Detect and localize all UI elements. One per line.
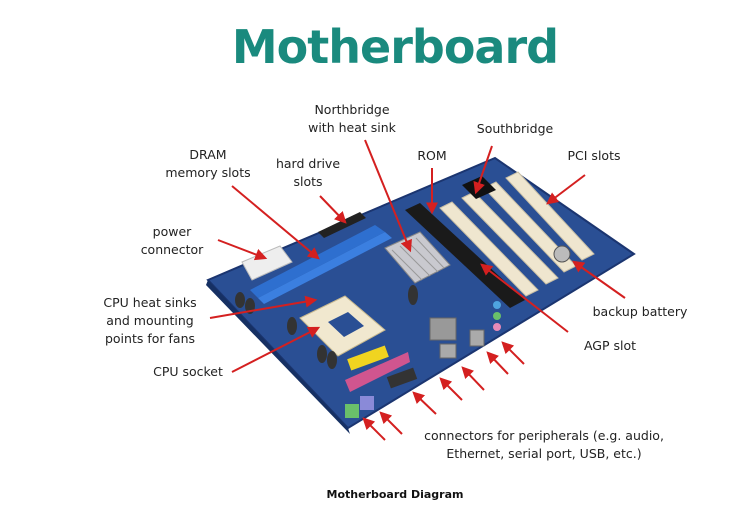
backup-battery xyxy=(553,245,571,263)
audio-jack-blue xyxy=(493,301,501,309)
label-pci-slots: PCI slots xyxy=(567,148,621,163)
label-agp: AGP slot xyxy=(583,338,637,353)
label-rom: ROM xyxy=(417,148,447,163)
ps2-port-purple xyxy=(360,396,374,410)
label-cpu-socket: CPU socket xyxy=(153,364,223,379)
audio-jack-pink xyxy=(493,323,501,331)
power-connector xyxy=(241,245,293,281)
parallel-port xyxy=(345,352,410,392)
arrow-battery xyxy=(572,260,626,299)
pointer-arrows xyxy=(209,139,626,441)
figure-caption: Motherboard Diagram xyxy=(326,488,464,501)
arrow-pci xyxy=(546,174,586,205)
arrow-power xyxy=(217,239,268,261)
hdd-connector xyxy=(318,212,366,238)
arrow-hdd xyxy=(319,195,347,224)
usb-ports xyxy=(439,343,457,359)
arrow-northbridge xyxy=(364,139,412,253)
arrow-southbridge xyxy=(473,145,493,195)
yellow-label xyxy=(347,345,389,371)
label-battery: backup battery xyxy=(592,304,688,319)
pci-slots xyxy=(439,171,595,297)
arrow-dram xyxy=(231,185,320,260)
diagram-title: Motherboard xyxy=(231,20,559,74)
label-southbridge: Southbridge xyxy=(476,121,554,136)
audio-jack-green xyxy=(493,312,501,320)
arrow-agp xyxy=(480,263,569,333)
ethernet-port xyxy=(429,317,457,341)
arrow-heatsinks xyxy=(209,295,318,319)
agp-slot xyxy=(405,203,525,308)
dram-slots xyxy=(250,225,385,298)
serial-port xyxy=(386,367,418,389)
arrow-cpu-socket xyxy=(231,326,321,373)
ps2-port-green xyxy=(345,404,359,418)
label-peripherals: connectors for peripherals (e.g. audio,E… xyxy=(424,428,664,461)
